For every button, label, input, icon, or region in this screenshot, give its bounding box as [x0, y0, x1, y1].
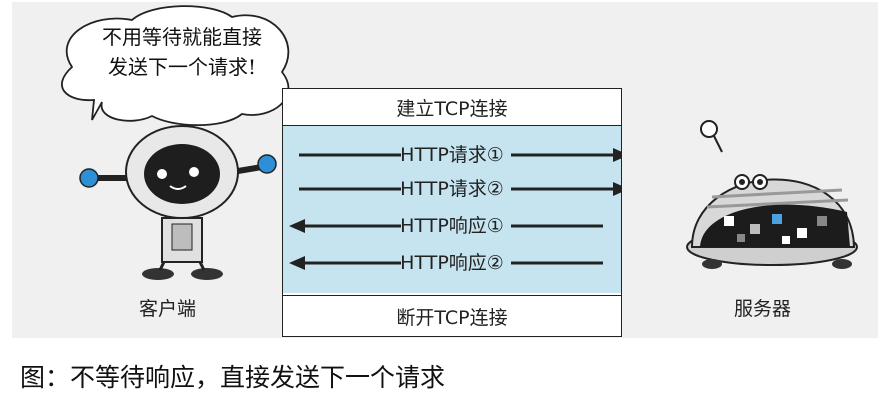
server-robot-icon	[686, 120, 858, 269]
arrowhead-left-3	[289, 219, 305, 233]
arrowhead-right-1	[613, 148, 621, 162]
figure-caption: 图：不等待响应，直接发送下一个请求	[20, 363, 446, 392]
arrowhead-left-4	[289, 256, 305, 270]
message-label-1: HTTP请求①	[400, 144, 504, 166]
message-label-2: HTTP请求②	[400, 178, 504, 200]
illustrations	[61, 5, 858, 280]
message-arrows	[289, 144, 621, 274]
diagram-figure: 不用等待就能直接 发送下一个请求! 建立TCP连接	[12, 2, 878, 338]
message-label-3: HTTP响应①	[400, 215, 504, 237]
speech-bubble-line-2: 发送下一个请求!	[107, 55, 257, 79]
speech-bubble-text: 不用等待就能直接 发送下一个请求!	[82, 22, 282, 82]
speech-bubble-line-1: 不用等待就能直接	[102, 25, 262, 49]
client-robot-icon	[79, 125, 277, 280]
open-connection-label: 建立TCP连接	[283, 89, 621, 126]
pipelined-messages-area: HTTP请求① HTTP请求② HTTP响应① HTTP响应②	[283, 126, 621, 293]
close-connection-label: 断开TCP连接	[283, 295, 621, 336]
arrowhead-right-2	[613, 182, 621, 196]
server-label: 服务器	[734, 298, 792, 320]
tcp-connection-box: 建立TCP连接 HTTP请	[282, 88, 622, 337]
client-label: 客户端	[139, 298, 197, 320]
message-label-4: HTTP响应②	[400, 252, 504, 274]
